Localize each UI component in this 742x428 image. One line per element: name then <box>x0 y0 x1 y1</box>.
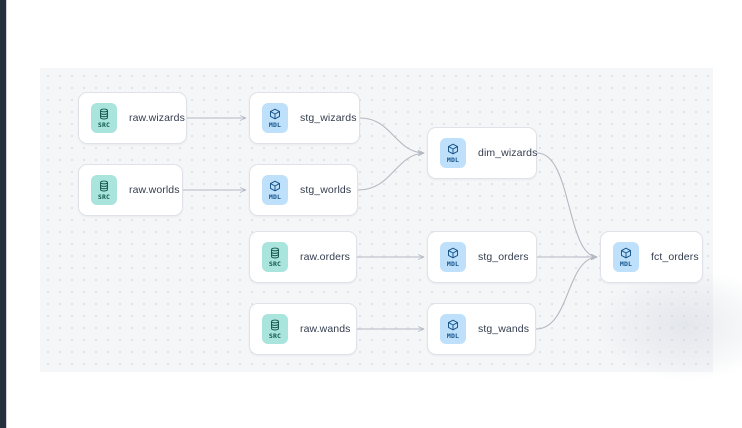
node-type-badge-label: MDL <box>446 155 460 164</box>
cube-icon <box>447 143 459 155</box>
lineage-node-stg_wands[interactable]: MDL stg_wands <box>427 303 536 355</box>
node-type-badge-mdl: MDL <box>440 314 466 344</box>
lineage-node-raw_worlds[interactable]: SRC raw.worlds <box>78 164 183 216</box>
node-type-badge-src: SRC <box>91 175 117 205</box>
app-sidebar-rail <box>0 0 6 428</box>
node-type-badge-mdl: MDL <box>262 103 288 133</box>
node-label: dim_wizards <box>478 147 538 159</box>
lineage-node-stg_worlds[interactable]: MDL stg_worlds <box>249 164 358 216</box>
cube-icon <box>447 247 459 259</box>
database-icon <box>269 319 281 331</box>
node-type-badge-label: SRC <box>97 192 111 201</box>
node-label: stg_worlds <box>300 184 352 196</box>
node-type-badge-label: MDL <box>268 120 282 129</box>
node-type-badge-src: SRC <box>262 314 288 344</box>
database-icon <box>269 247 281 259</box>
database-icon <box>98 180 110 192</box>
cube-icon <box>620 247 632 259</box>
lineage-node-stg_orders[interactable]: MDL stg_orders <box>427 231 537 283</box>
node-type-badge-mdl: MDL <box>262 175 288 205</box>
sidebar-divider <box>6 0 7 428</box>
lineage-node-stg_wizards[interactable]: MDL stg_wizards <box>249 92 360 144</box>
node-type-badge-label: MDL <box>619 259 633 268</box>
node-type-badge-label: MDL <box>268 192 282 201</box>
node-type-badge-label: MDL <box>446 259 460 268</box>
node-type-badge-label: MDL <box>446 331 460 340</box>
node-type-badge-mdl: MDL <box>440 138 466 168</box>
node-type-badge-label: SRC <box>97 120 111 129</box>
cube-icon <box>447 319 459 331</box>
node-label: stg_wands <box>478 323 530 335</box>
node-highlight-glow <box>596 270 742 380</box>
node-label: raw.worlds <box>129 184 180 196</box>
lineage-node-fct_orders[interactable]: MDL fct_orders <box>600 231 703 283</box>
database-icon <box>98 108 110 120</box>
node-label: fct_orders <box>651 251 699 263</box>
lineage-node-raw_wands[interactable]: SRC raw.wands <box>249 303 357 355</box>
node-label: raw.wizards <box>129 112 185 124</box>
node-type-badge-label: SRC <box>268 331 282 340</box>
cube-icon <box>269 180 281 192</box>
node-type-badge-mdl: MDL <box>440 242 466 272</box>
cube-icon <box>269 108 281 120</box>
lineage-node-raw_orders[interactable]: SRC raw.orders <box>249 231 357 283</box>
lineage-node-dim_wizards[interactable]: MDL dim_wizards <box>427 127 537 179</box>
node-type-badge-label: SRC <box>268 259 282 268</box>
node-type-badge-src: SRC <box>91 103 117 133</box>
lineage-node-raw_wizards[interactable]: SRC raw.wizards <box>78 92 187 144</box>
node-type-badge-mdl: MDL <box>613 242 639 272</box>
node-label: stg_wizards <box>300 112 357 124</box>
node-label: raw.orders <box>300 251 351 263</box>
node-label: raw.wands <box>300 323 351 335</box>
node-label: stg_orders <box>478 251 529 263</box>
node-type-badge-src: SRC <box>262 242 288 272</box>
